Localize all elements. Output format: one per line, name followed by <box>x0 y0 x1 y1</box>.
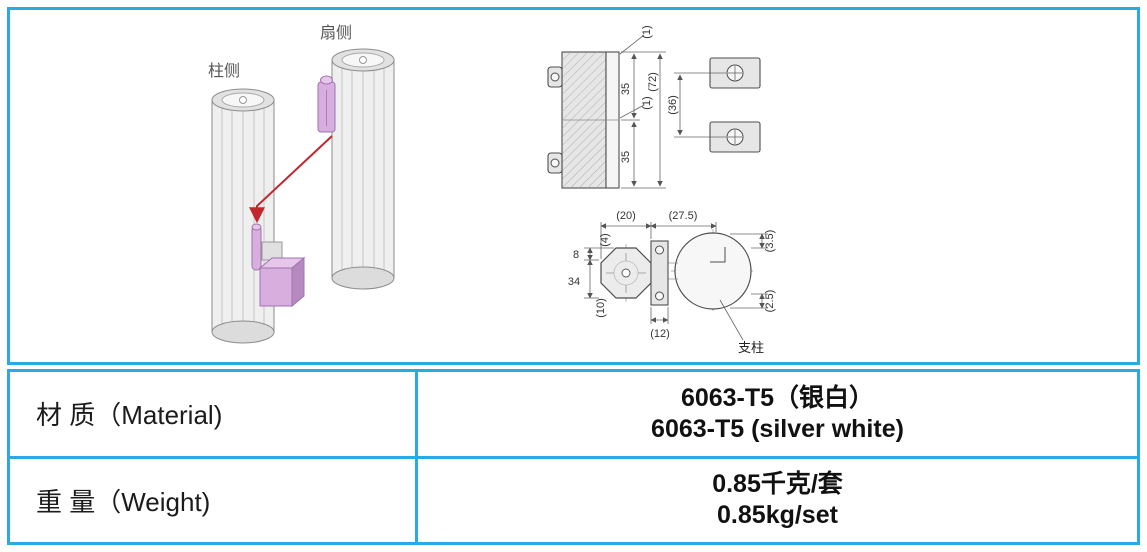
dim-10-label: (10) <box>595 298 607 318</box>
dim-overall-label: (72) <box>647 72 659 92</box>
column-side-label: 柱侧 <box>208 62 240 80</box>
material-value-en: 6063-T5 (silver white) <box>651 414 904 443</box>
section-view: (20) (27.5) (4) 8 34 (10) (12) <box>568 210 776 355</box>
weight-label: 重 量（Weight) <box>10 458 418 542</box>
table-row-material: 材 质（Material) 6063-T5（银白） 6063-T5 (silve… <box>10 372 1137 456</box>
hinge-plate-section <box>650 240 669 306</box>
dim-12-label: (12) <box>650 328 670 340</box>
dim-8-label: 8 <box>573 249 579 261</box>
support-column-section <box>668 232 752 310</box>
table-row-weight: 重 量（Weight) 0.85千克/套 0.85kg/set <box>10 455 1137 543</box>
support-column-callout: 支柱 <box>738 340 764 355</box>
mounted-hinge <box>317 75 336 133</box>
pointer-arrow <box>249 135 333 224</box>
door-side-label: 扇侧 <box>320 24 352 42</box>
weight-value-en: 0.85kg/set <box>717 501 838 530</box>
dim-plate-pitch-label: (36) <box>667 95 679 115</box>
iso-illustration: 柱侧 扇侧 <box>208 24 395 344</box>
mounting-plate-bottom <box>709 121 761 153</box>
door-profile-section <box>600 247 652 299</box>
door-profile <box>331 48 395 290</box>
dim-34-label: 34 <box>568 276 580 288</box>
material-value: 6063-T5（银白） 6063-T5 (silver white) <box>418 372 1137 456</box>
material-value-cn: 6063-T5（银白） <box>680 383 875 412</box>
technical-drawing: 柱侧 扇侧 <box>208 24 776 355</box>
spec-table: 材 质（Material) 6063-T5（银白） 6063-T5 (silve… <box>7 369 1140 545</box>
dim-gap-mid-label: (1) <box>641 96 653 109</box>
detached-hinge <box>251 223 306 308</box>
dim-4-label: (4) <box>599 233 611 246</box>
drawing-panel: 柱侧 扇侧 <box>7 7 1140 365</box>
dim-27-5-label: (27.5) <box>669 210 698 222</box>
weight-value: 0.85千克/套 0.85kg/set <box>418 459 1137 543</box>
dim-seg-bottom-label: 35 <box>620 151 632 163</box>
mounting-plate-top <box>709 57 761 89</box>
front-view: (1) 35 (72) (1) 35 (36) <box>547 25 761 189</box>
material-label: 材 质（Material) <box>10 372 418 456</box>
weight-value-cn: 0.85千克/套 <box>712 470 843 498</box>
dim-seg-top-label: 35 <box>620 83 632 95</box>
dim-2-5-label: (2.5) <box>764 290 776 313</box>
dim-gap-top-label: (1) <box>641 25 653 38</box>
dim-20-label: (20) <box>616 210 636 222</box>
dim-3-5-label: (3.5) <box>764 230 776 253</box>
